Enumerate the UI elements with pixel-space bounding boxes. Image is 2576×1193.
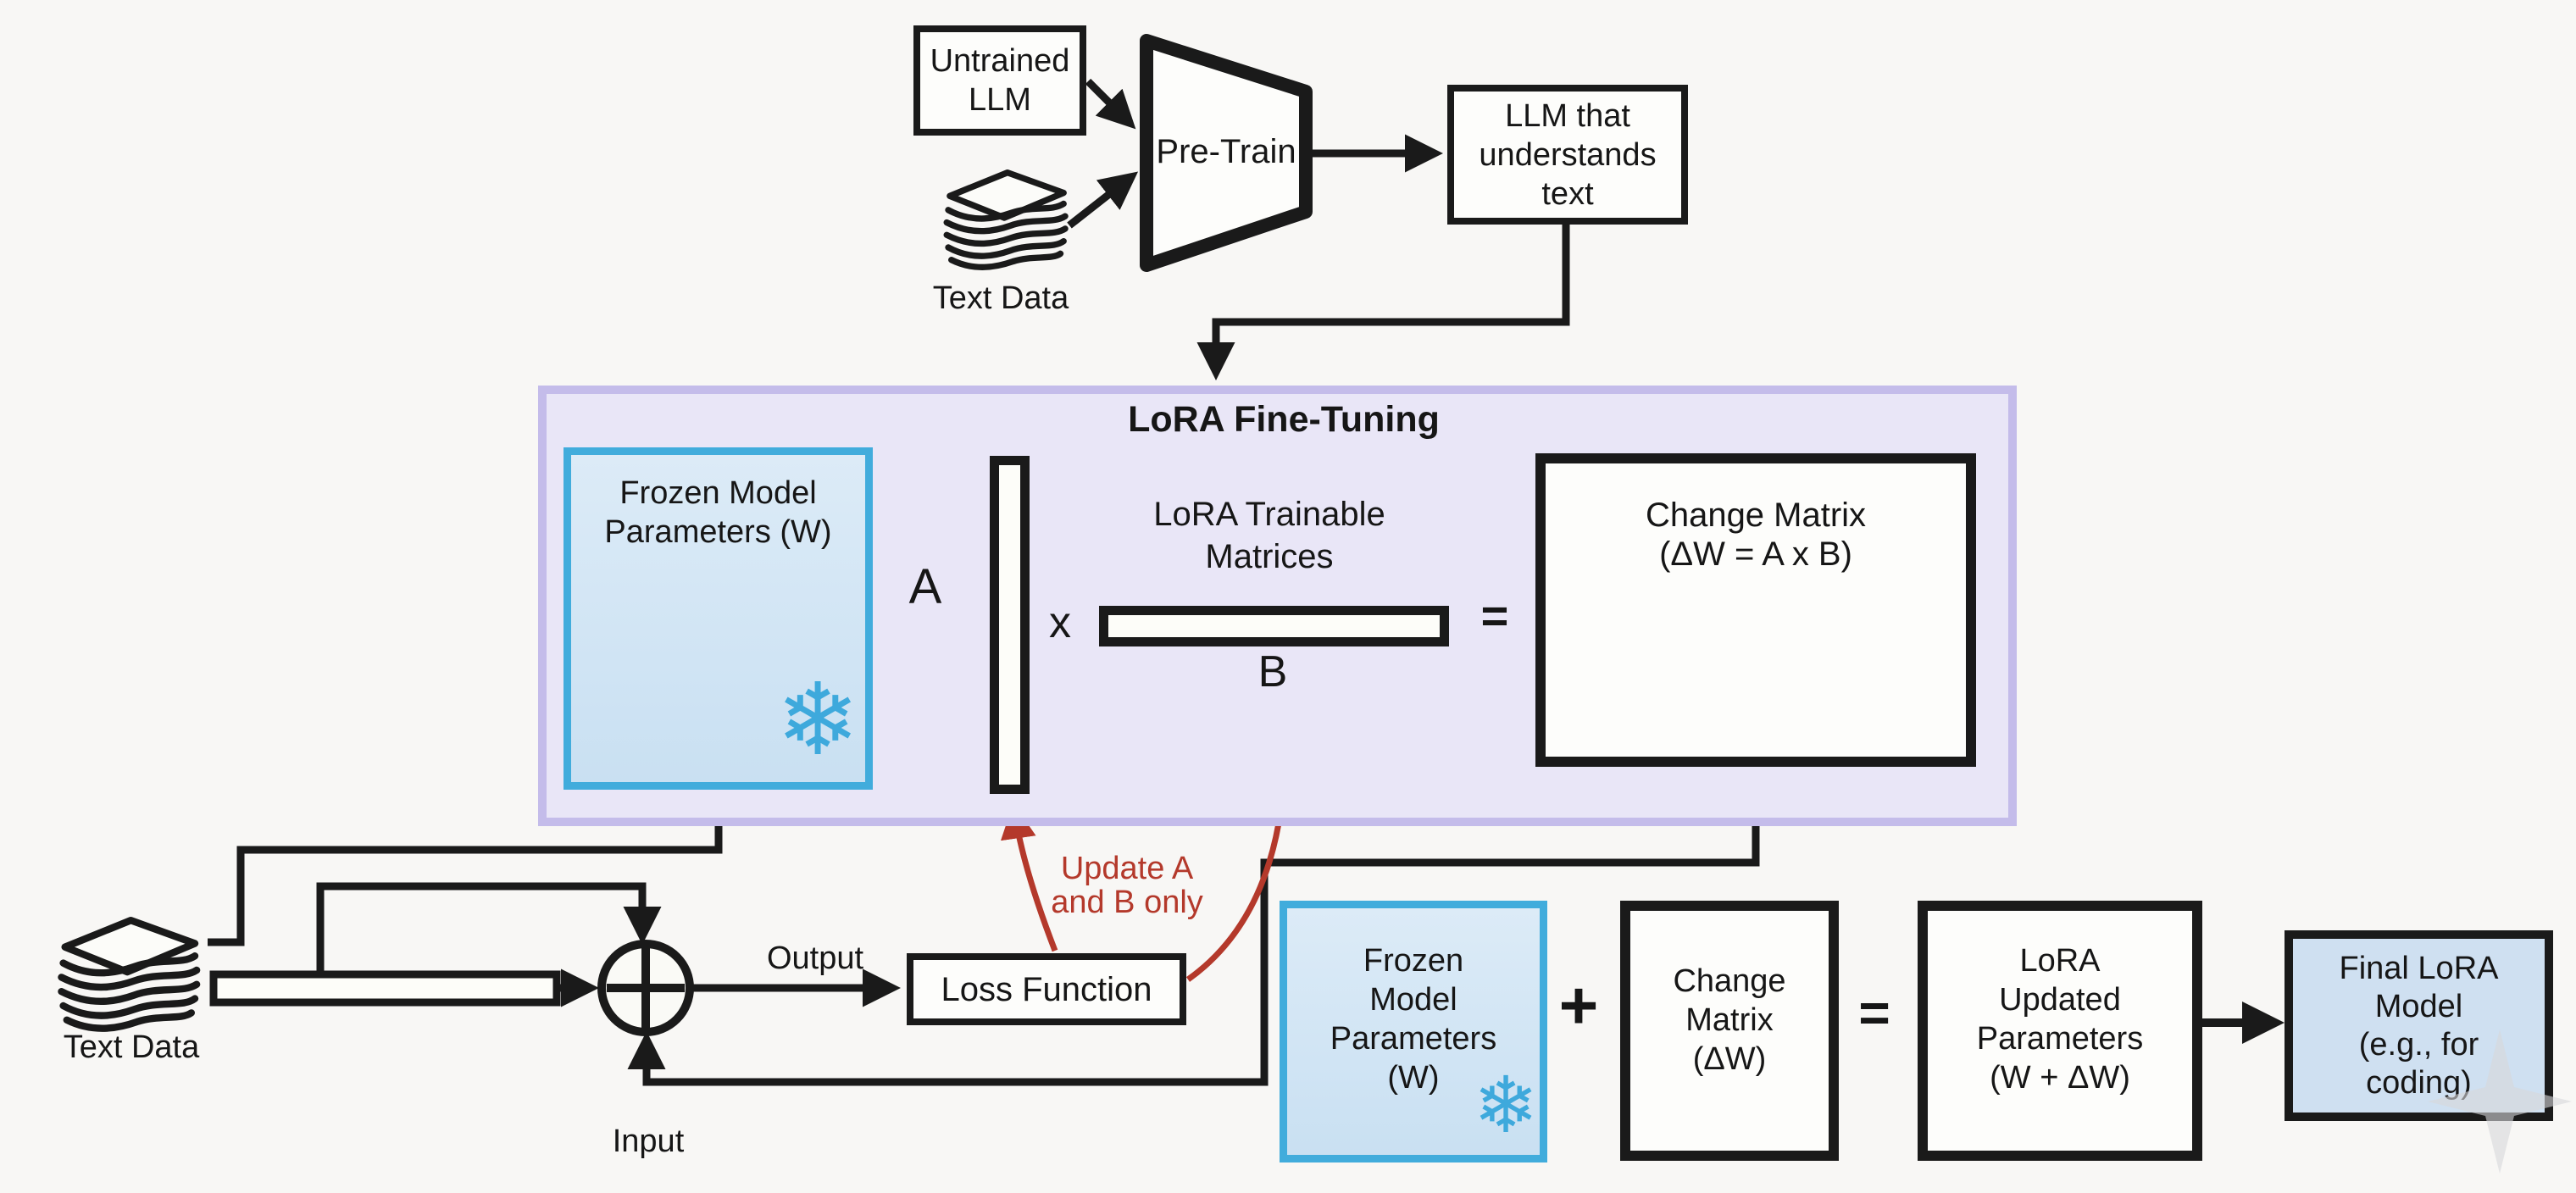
frozen-params-bottom-box: Frozen Model Parameters (W)	[1280, 901, 1547, 1162]
line-llm-to-panel	[1196, 225, 1570, 380]
trainable-note-line: Matrices	[1205, 538, 1334, 575]
update-note: Update A and B only	[1025, 852, 1229, 919]
input-label: Input	[612, 1124, 685, 1159]
line-bar-to-sum-top	[316, 882, 662, 974]
multiply-label: x	[1049, 598, 1071, 647]
matrix-a-bar	[990, 456, 1030, 794]
untrained-llm-line: LLM	[969, 82, 1031, 118]
frozen-params-box: Frozen Model Parameters (W)	[564, 447, 873, 790]
llm-result-line: LLM that	[1505, 97, 1630, 134]
text-data-label-top: Text Data	[932, 280, 1069, 316]
final-model-line: Model	[2374, 988, 2463, 1024]
updated-params-line: LoRA	[2019, 942, 2101, 979]
matrix-b-label: B	[1257, 647, 1288, 696]
snowflake-icon: ❄	[1473, 1063, 1539, 1149]
change-matrix-line: (ΔW = A x B)	[1659, 535, 1852, 573]
frozen-params-line: Parameters (W)	[604, 514, 832, 550]
final-model-line: coding)	[2366, 1064, 2472, 1101]
text-data-stack-bottom	[62, 920, 197, 1028]
llm-result-line: text	[1541, 175, 1594, 212]
matrix-a-label: A	[908, 559, 942, 614]
updated-params-line: Parameters	[1976, 1020, 2144, 1057]
input-embedding-bar	[209, 970, 561, 1007]
untrained-llm-line: Untrained	[930, 43, 1070, 79]
equals-top: =	[1480, 589, 1509, 642]
matrix-b-bar	[1099, 606, 1449, 646]
llm-result-box: LLM that understands text	[1447, 85, 1688, 225]
change-bottom-line: Change	[1673, 963, 1786, 999]
trainable-note-line: LoRA Trainable	[1153, 496, 1385, 533]
snowflake-icon: ❄	[775, 664, 860, 776]
frozen-bottom-line: Parameters	[1330, 1020, 1497, 1057]
arrow-textdata-to-funnel	[1067, 171, 1139, 229]
change-matrix-line: Change Matrix	[1645, 497, 1867, 534]
equals-bottom: =	[1858, 982, 1890, 1043]
change-bottom-line: (ΔW)	[1692, 1041, 1767, 1077]
final-model-line: (e.g., for	[2358, 1026, 2479, 1063]
pretrain-funnel	[1140, 34, 1313, 272]
text-data-stack-top	[947, 173, 1065, 268]
change-matrix-box: Change Matrix (ΔW = A x B)	[1535, 453, 1976, 767]
llm-result-line: understands	[1479, 136, 1657, 173]
frozen-bottom-line: (W)	[1387, 1059, 1440, 1096]
trainable-note: LoRA Trainable Matrices	[1142, 493, 1396, 578]
output-label: Output	[766, 941, 864, 976]
updated-params-line: Updated	[1999, 981, 2121, 1018]
loss-function-box: Loss Function	[907, 953, 1186, 1025]
frozen-bottom-line: Model	[1369, 981, 1457, 1018]
loss-function-label: Loss Function	[941, 970, 1152, 1008]
updated-params-box: LoRA Updated Parameters (W + ΔW)	[1918, 901, 2202, 1161]
text-data-label-bottom: Text Data	[63, 1029, 200, 1065]
frozen-bottom-line: Frozen	[1363, 942, 1464, 979]
change-bottom-line: Matrix	[1685, 1002, 1774, 1038]
sum-node-icon	[597, 940, 694, 1036]
frozen-params-line: Frozen Model	[619, 475, 817, 511]
final-model-line: Final LoRA	[2339, 950, 2499, 986]
update-note-line: Update A	[1060, 851, 1194, 886]
updated-params-line: (W + ΔW)	[1990, 1059, 2130, 1096]
change-matrix-bottom-box: Change Matrix (ΔW)	[1620, 901, 1839, 1161]
plus-label: +	[1558, 968, 1599, 1043]
untrained-llm-box: Untrained LLM	[913, 25, 1086, 136]
update-note-line: and B only	[1051, 885, 1203, 920]
lora-panel-title: LoRA Fine-Tuning	[1128, 399, 1440, 440]
line-textdata-to-frozen	[208, 790, 723, 946]
line-change-to-sum	[627, 767, 1760, 1086]
arrow-untrained-to-funnel	[1085, 78, 1136, 130]
pretrain-label: Pre-Train	[1156, 133, 1296, 170]
